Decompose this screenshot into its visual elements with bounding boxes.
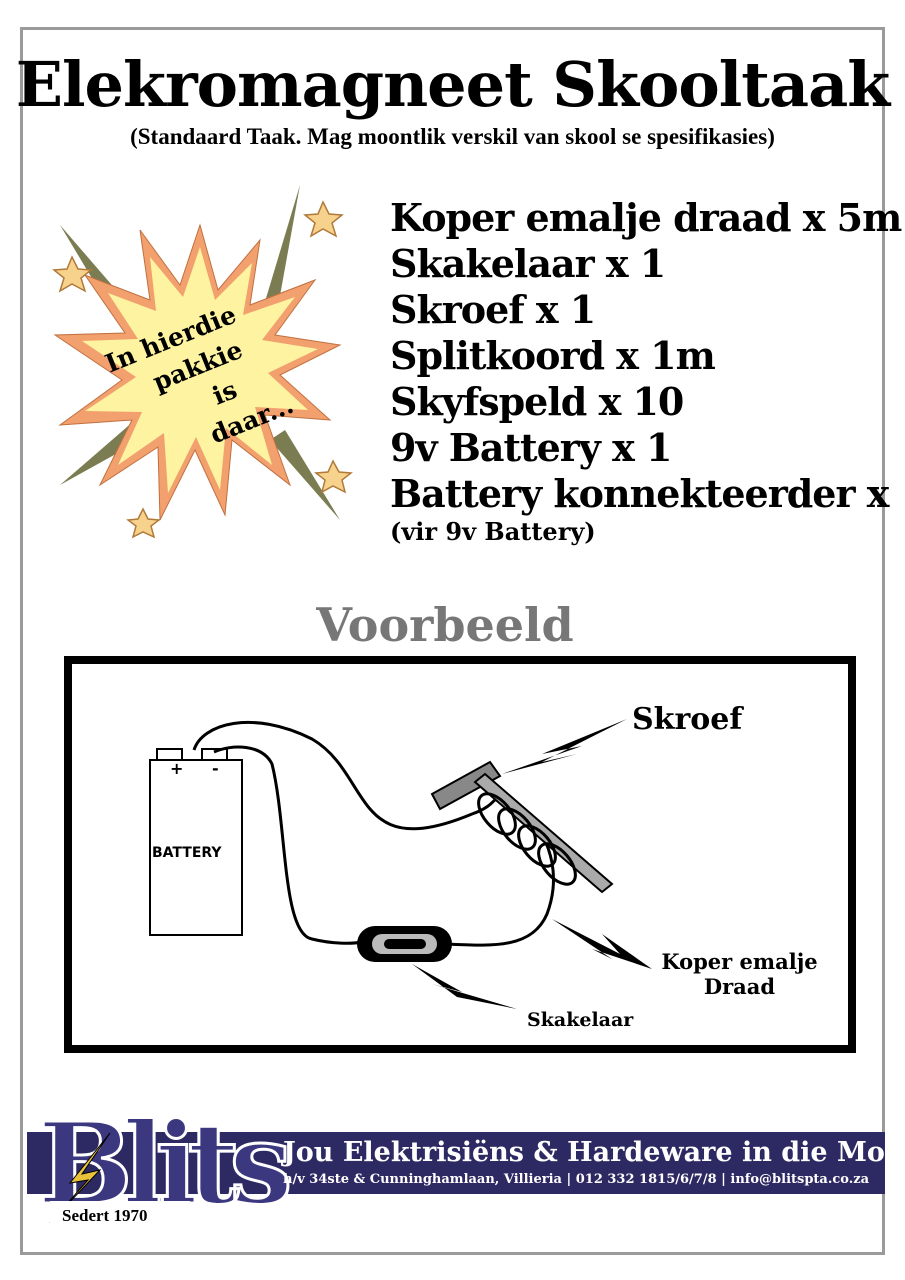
footer-tagline: Jou Elektrisiëns & Hardeware in die Moot bbox=[283, 1137, 905, 1168]
label-switch: Skakelaar bbox=[527, 1009, 634, 1031]
starburst-core bbox=[82, 247, 318, 493]
star-icon bbox=[126, 507, 162, 539]
list-item: Skroef x 1 bbox=[390, 287, 596, 332]
blits-logo: Blits bbox=[37, 1098, 291, 1232]
page-title: Elekromagneet Skooltaak bbox=[15, 48, 891, 121]
list-item: Splitkoord x 1m bbox=[390, 333, 716, 378]
label-screw: Skroef bbox=[632, 702, 743, 737]
list-item-note: (vir 9v Battery) bbox=[390, 517, 596, 546]
battery-minus: - bbox=[212, 759, 219, 778]
example-title: Voorbeeld bbox=[316, 598, 574, 652]
battery-label: BATTERY bbox=[152, 845, 222, 861]
list-item: Koper emalje draad x 5m bbox=[390, 195, 902, 240]
star-icon bbox=[52, 255, 93, 293]
footer-address: h/v 34ste & Cunninghamlaan, Villieria | … bbox=[283, 1172, 870, 1187]
pointer-arrow-icon bbox=[412, 719, 652, 1009]
battery-illustration bbox=[149, 748, 243, 936]
list-item: Skyfspeld x 10 bbox=[390, 379, 684, 424]
list-item: Skakelaar x 1 bbox=[390, 241, 666, 286]
page-border bbox=[20, 27, 885, 1255]
battery-plus: + bbox=[170, 759, 183, 778]
contents-list: Koper emalje draad x 5m Skakelaar x 1 Sk… bbox=[390, 195, 905, 547]
starburst-badge: In hierdie pakkie is daar... bbox=[52, 185, 353, 539]
example-diagram: + - BATTERY bbox=[64, 656, 856, 1053]
star-icon bbox=[303, 200, 344, 238]
footer-band bbox=[27, 1132, 885, 1194]
star-icon bbox=[314, 459, 353, 494]
label-wire: Koper emalje Draad bbox=[661, 949, 818, 999]
list-item: Battery konnekteerder x 1 bbox=[390, 471, 905, 516]
switch-illustration bbox=[357, 926, 452, 962]
list-item: 9v Battery x 1 bbox=[390, 425, 672, 470]
screw-illustration bbox=[430, 760, 614, 894]
wire bbox=[192, 720, 555, 947]
page-subtitle: (Standaard Taak. Mag moontlik verskil va… bbox=[130, 124, 775, 149]
since-label: Sedert 1970 bbox=[62, 1206, 148, 1225]
